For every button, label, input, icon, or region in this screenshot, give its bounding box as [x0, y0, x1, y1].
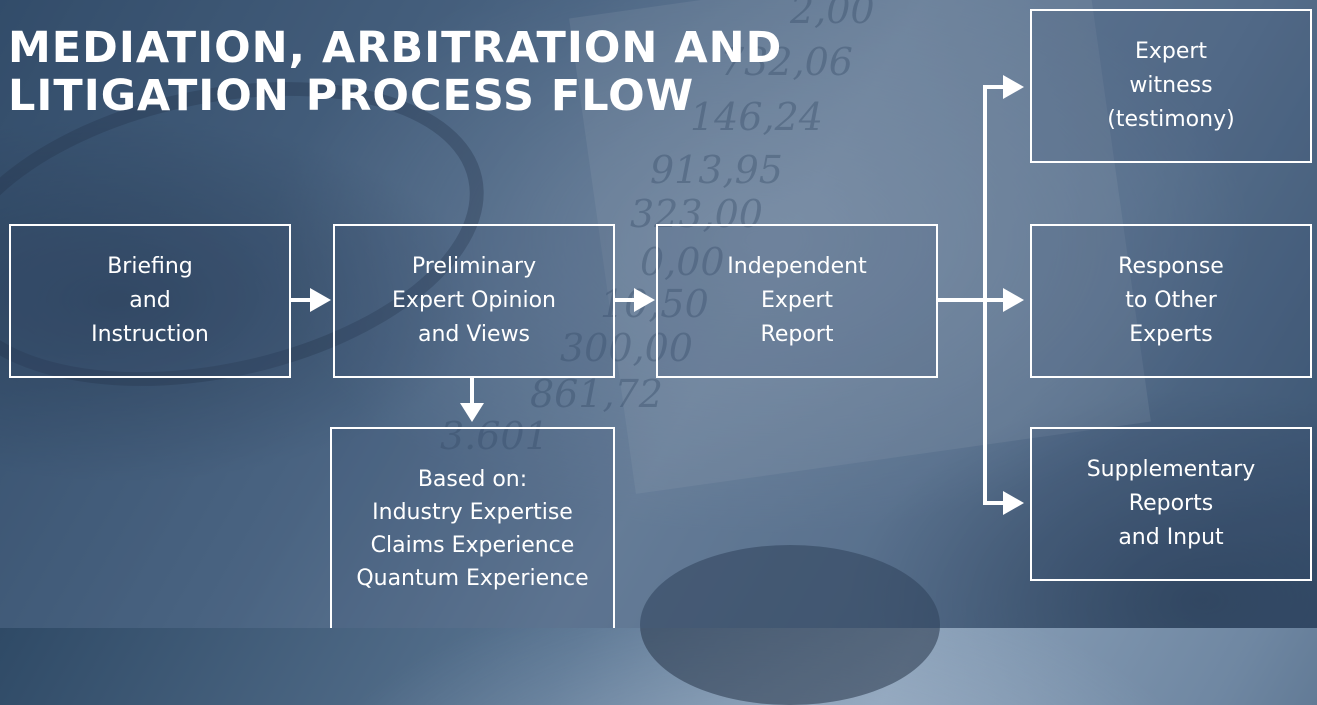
arrowhead-supplementary — [1003, 491, 1024, 515]
background-number: 300,00 — [560, 326, 693, 370]
node-text: (testimony) — [1107, 107, 1235, 132]
arrowhead-based-on — [460, 403, 484, 422]
background-number: 913,95 — [650, 148, 783, 192]
node-text: Instruction — [91, 322, 209, 347]
background-number: 10,50 — [600, 282, 709, 326]
node-text: and Input — [1118, 525, 1224, 550]
node-text: to Other — [1125, 288, 1217, 313]
node-text: Preliminary — [411, 254, 537, 279]
background-number: 146,24 — [690, 95, 823, 139]
node-preliminary-opinion: Preliminary Expert Opinion and Views — [333, 224, 615, 378]
node-text: Supplementary — [1086, 457, 1256, 482]
node-text: and — [129, 288, 171, 313]
node-text: Report — [760, 322, 834, 347]
arrow-to-supplementary — [983, 300, 1005, 505]
background-number: 2,00 — [790, 0, 875, 32]
background-number: 861,72 — [530, 372, 663, 416]
arrowhead-preliminary — [310, 288, 331, 312]
node-briefing: Briefing and Instruction — [9, 224, 291, 378]
node-text: Based on: — [417, 466, 528, 492]
node-text: witness — [1129, 73, 1213, 98]
background-number: 3.601 — [440, 414, 549, 458]
node-text: Claims Experience — [370, 532, 575, 558]
background-number: 0,00 — [640, 240, 725, 284]
node-text: Expert — [1134, 39, 1208, 64]
node-supplementary-reports: Supplementary Reports and Input — [1030, 427, 1312, 581]
node-expert-witness: Expert witness (testimony) — [1030, 9, 1312, 163]
node-text: Industry Expertise — [372, 499, 573, 525]
node-text: Quantum Experience — [356, 565, 589, 591]
arrowhead-expert-witness — [1003, 75, 1024, 99]
node-text: Independent — [727, 254, 867, 279]
background-number: 732,06 — [720, 40, 853, 84]
flow-connectors — [0, 0, 1317, 628]
node-text: and Views — [417, 322, 531, 347]
background-number: 323,00 — [630, 192, 763, 236]
background-overlay — [0, 0, 1317, 628]
title-line-1: MEDIATION, ARBITRATION AND — [8, 23, 783, 73]
node-text: Briefing — [107, 254, 193, 279]
node-independent-report: Independent Expert Report — [656, 224, 938, 378]
title-line-2: LITIGATION PROCESS FLOW — [8, 71, 695, 121]
node-text: Experts — [1129, 322, 1213, 347]
node-text: Expert Opinion — [392, 288, 556, 313]
node-text: Expert — [760, 288, 834, 313]
arrowhead-independent — [634, 288, 655, 312]
arrow-to-expert-witness — [983, 85, 1005, 300]
node-text: Response — [1118, 254, 1224, 279]
diagram-title: MEDIATION, ARBITRATION AND LITIGATION PR… — [8, 24, 782, 120]
arrowhead-response — [1003, 288, 1024, 312]
node-based-on: Based on: Industry Expertise Claims Expe… — [330, 427, 615, 628]
node-text: Reports — [1128, 491, 1214, 516]
node-response-to-experts: Response to Other Experts — [1030, 224, 1312, 378]
